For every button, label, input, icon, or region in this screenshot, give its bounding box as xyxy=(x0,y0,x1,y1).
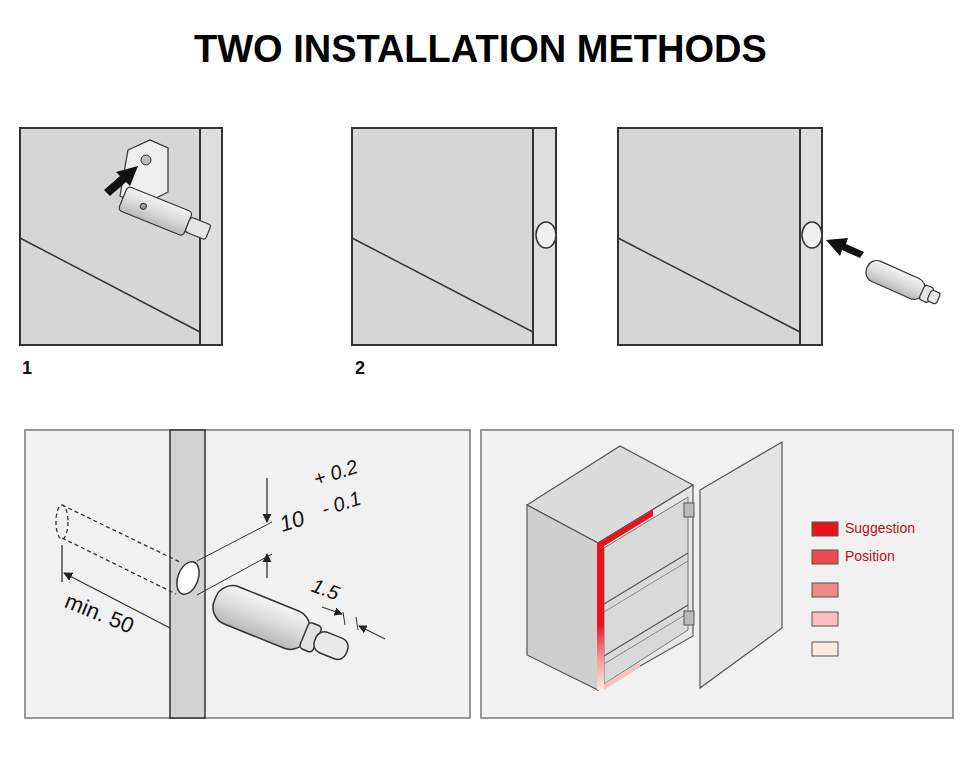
legend-swatch xyxy=(812,550,838,564)
legend-text: Suggestion xyxy=(845,521,915,535)
panel-two-a xyxy=(352,128,556,345)
cabinet-panel xyxy=(481,430,953,718)
legend-swatch xyxy=(812,522,838,536)
step-number: 2 xyxy=(355,359,365,377)
title: TWO INSTALLATION METHODS xyxy=(194,30,767,68)
step-number: 1 xyxy=(22,359,32,377)
dimension-panel xyxy=(25,430,470,718)
panel-two-b xyxy=(618,128,943,345)
panel-one xyxy=(20,128,222,345)
legend-text: Position xyxy=(845,549,895,563)
